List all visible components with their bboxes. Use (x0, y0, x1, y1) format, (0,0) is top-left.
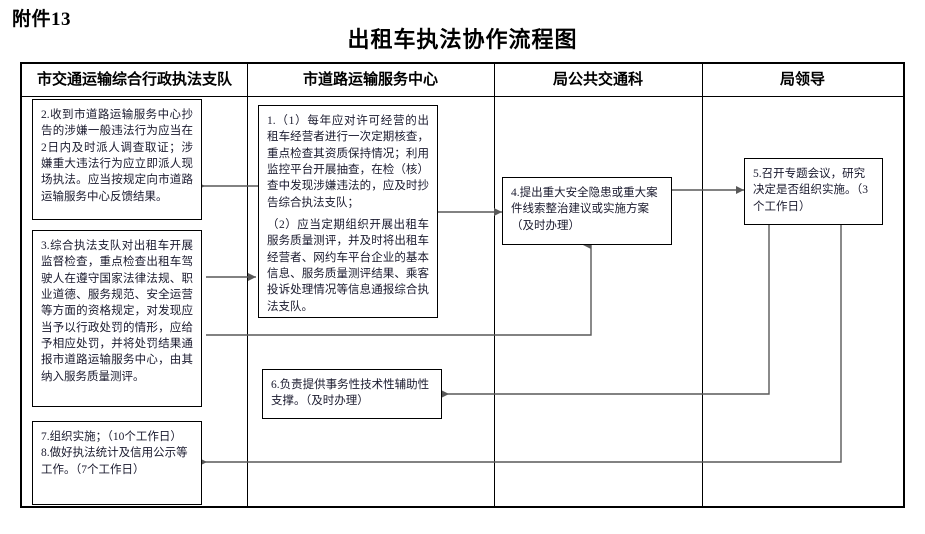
lane-header-enforcement-corps: 市交通运输综合行政执法支队 (36, 72, 232, 88)
box-2-receive-referral[interactable]: 2.收到市道路运输服务中心抄告的涉嫌一般违法行为应当在2日内及时派人调查取证；涉… (32, 99, 202, 220)
lane-header-public-transport-section: 局公共交通科 (552, 72, 643, 88)
box-1-annual-review[interactable]: 1.（1）每年应对许可经营的出租车经营者进行一次定期核查，重点检查其资质保持情况… (258, 105, 438, 318)
lane-divider-2 (494, 64, 495, 506)
box-6-text: 6.负责提供事务性技术性辅助性支撑。（及时办理） (271, 379, 430, 408)
box-4-major-risk-proposal[interactable]: 4.提出重大安全隐患或重大案件线索整治建议或实施方案（及时办理） (502, 177, 672, 245)
box-7-text: 7.组织实施；（10个工作日） (41, 431, 182, 443)
box-5-text: 5.召开专题会议，研究决定是否组织实施。（3个工作日） (753, 168, 868, 213)
box-4-text: 4.提出重大安全隐患或重大案件线索整治建议或实施方案（及时办理） (511, 187, 658, 232)
lane-divider-1 (247, 64, 248, 506)
lane-header-road-transport-center: 市道路运输服务中心 (302, 72, 438, 88)
box-8-text: 8.做好执法统计及信用公示等工作。（7个工作日） (41, 447, 188, 476)
box-3-supervision-inspection[interactable]: 3.综合执法支队对出租车开展监督检查，重点检查出租车驾驶人在遵守国家法律法规、职… (32, 230, 202, 407)
swimlane-frame: 市交通运输综合行政执法支队 市道路运输服务中心 局公共交通科 局领导 (20, 62, 905, 508)
page-title: 出租车执法协作流程图 (347, 27, 578, 52)
box-7-8-implement-and-stats[interactable]: 7.组织实施；（10个工作日） 8.做好执法统计及信用公示等工作。（7个工作日） (32, 421, 202, 505)
box-5-special-meeting[interactable]: 5.召开专题会议，研究决定是否组织实施。（3个工作日） (744, 158, 883, 225)
box-3-text: 3.综合执法支队对出租车开展监督检查，重点检查出租车驾驶人在遵守国家法律法规、职… (41, 240, 193, 383)
box-6-technical-support[interactable]: 6.负责提供事务性技术性辅助性支撑。（及时办理） (262, 369, 442, 419)
lane-header-bureau-leadership: 局领导 (779, 72, 825, 88)
header-divider (22, 96, 903, 97)
box-1-text-part-2: （2）应当定期组织开展出租车服务质量测评，并及时将出租车经营者、网约车平台企业的… (267, 218, 429, 313)
box-1-text-part-1: 1.（1）每年应对许可经营的出租车经营者进行一次定期核查，重点检查其资质保持情况… (267, 115, 429, 209)
lane-divider-3 (702, 64, 703, 506)
attachment-label: 附件13 (12, 9, 72, 30)
box-2-text: 2.收到市道路运输服务中心抄告的涉嫌一般违法行为应当在2日内及时派人调查取证；涉… (41, 109, 193, 203)
